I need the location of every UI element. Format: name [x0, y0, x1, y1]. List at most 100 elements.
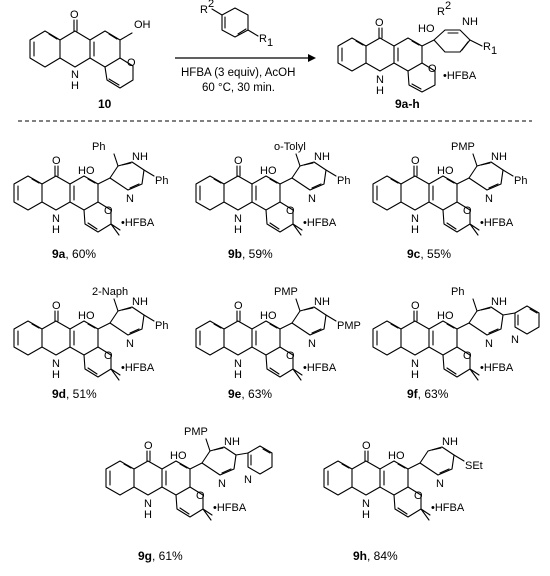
ketone-oxygen: O: [144, 440, 153, 452]
chromene-double-bond: [87, 222, 98, 230]
central-ring-bond: [223, 320, 253, 356]
hfba-salt: •HFBA: [480, 217, 514, 229]
right-substituent-bond: [453, 454, 465, 462]
pyridine-double-bond: [250, 448, 271, 466]
central-ring-bond: [133, 460, 163, 496]
compound-id: 9g: [138, 549, 152, 563]
compound-id: 9f: [407, 387, 419, 401]
hydroxyl-label: HO: [388, 450, 405, 462]
pyran-oxygen: O: [286, 205, 295, 217]
product-r2-sup: 2: [445, 0, 451, 12]
central-ring-bond: [41, 175, 71, 211]
starting-material-10: O OH O N H 10: [29, 9, 151, 111]
ketone-oxygen: O: [411, 300, 420, 312]
triazine-link-bond: [279, 322, 293, 330]
product-hydroxyl: HO: [418, 23, 435, 35]
chromene-double-bond: [446, 222, 457, 230]
triazine-ring-bond: [468, 161, 504, 191]
acridone-n: N: [362, 498, 370, 510]
product-r1-sup: 1: [491, 45, 497, 57]
triazine-link-bond: [189, 462, 203, 470]
acridone-h: H: [52, 369, 60, 381]
central-ring-bond: [400, 175, 430, 211]
phenol-ring-double-bond: [255, 178, 278, 201]
acridone-n: N: [234, 358, 242, 370]
chromene-ring-bond: [393, 486, 422, 518]
central-ring-bond: [400, 320, 430, 356]
triazine-reagent: R 2 R 1: [200, 0, 273, 49]
top-substituent: PMP: [451, 141, 475, 153]
top-substituent-bond: [295, 153, 301, 167]
triazine-double-bond: [303, 307, 322, 334]
caption-9g: 9g, 61%: [138, 549, 183, 563]
reaction-arrow: [175, 54, 316, 62]
chromene-ring-bond: [442, 346, 471, 378]
triazine-n: N: [485, 338, 493, 350]
gem-dimethyl-bond: [292, 368, 303, 381]
chromene-ring-bond: [83, 346, 112, 378]
pyridine-n: N: [244, 474, 252, 486]
top-substituent: PMP: [274, 286, 298, 298]
pyridyl-link-bond: [235, 452, 249, 456]
compound-yield: , 55%: [420, 247, 451, 261]
product-r2: R: [437, 6, 445, 18]
triazine-n: N: [436, 478, 444, 490]
chromene-ring-bond: [175, 486, 204, 518]
benzo-ring-double-bond: [199, 178, 222, 201]
carbonyl-bond: [54, 165, 59, 177]
caption-9e: 9e, 63%: [228, 387, 272, 401]
compound-yield: , 59%: [242, 247, 273, 261]
top-substituent-bond: [113, 298, 119, 312]
gem-dimethyl-bond: [110, 223, 121, 236]
acridone-h: H: [234, 224, 242, 236]
right-substituent: Ph: [514, 175, 527, 187]
ketone-oxygen: O: [234, 300, 243, 312]
pyran-oxygen: O: [463, 205, 472, 217]
acridone-h: H: [362, 509, 370, 521]
r2-label: R: [200, 4, 208, 16]
gem-dimethyl-bond: [469, 368, 480, 381]
triazine-nh: NH: [132, 151, 148, 163]
hfba-salt: •HFBA: [121, 362, 155, 374]
triazine-double-bond: [121, 307, 140, 334]
acridone-n: N: [52, 358, 60, 370]
phenol-ring-double-bond: [165, 463, 188, 486]
compound-yield: , 51%: [66, 387, 97, 401]
hydroxyl-label: HO: [78, 165, 95, 177]
hfba-salt: •HFBA: [303, 217, 337, 229]
pyran-oxygen: O: [414, 490, 423, 502]
triazine-ring-bond: [291, 161, 327, 191]
chromene-double-bond: [179, 507, 190, 515]
product-triazine-nh: NH: [462, 16, 478, 28]
pyran-oxygen: O: [286, 350, 295, 362]
phenol-ring-bond: [69, 175, 99, 211]
triazine-nh: NH: [442, 436, 458, 448]
benzo-ring-double-bond: [376, 178, 399, 201]
phenol-ring-bond: [428, 320, 458, 356]
product-nh: N: [376, 74, 384, 86]
acridone-n: N: [234, 213, 242, 225]
right-substituent-bond: [143, 314, 155, 322]
chromene-ring-bond: [442, 201, 471, 233]
carbonyl-bond: [413, 310, 418, 322]
chromene-double-bond: [446, 367, 457, 375]
product-r1: R: [483, 41, 491, 53]
hydroxyl-label: HO: [260, 310, 277, 322]
ketone-oxygen: O: [411, 155, 420, 167]
phenol-ring-bond: [251, 320, 281, 356]
triazine-n: N: [308, 193, 316, 205]
chromene-ring-bond: [265, 346, 294, 378]
hfba-salt: •HFBA: [480, 362, 514, 374]
phenol-ring-bond: [251, 175, 281, 211]
triazine-link-bond: [97, 177, 111, 185]
hydroxyl-label: HO: [260, 165, 277, 177]
hfba-salt: •HFBA: [303, 362, 337, 374]
triazine-ring-bond: [291, 306, 327, 336]
triazine-ring-bond: [201, 446, 237, 476]
phenol-ring-bond: [379, 460, 409, 496]
r1-label: R: [259, 33, 267, 45]
product-ketone-o: O: [375, 17, 384, 29]
